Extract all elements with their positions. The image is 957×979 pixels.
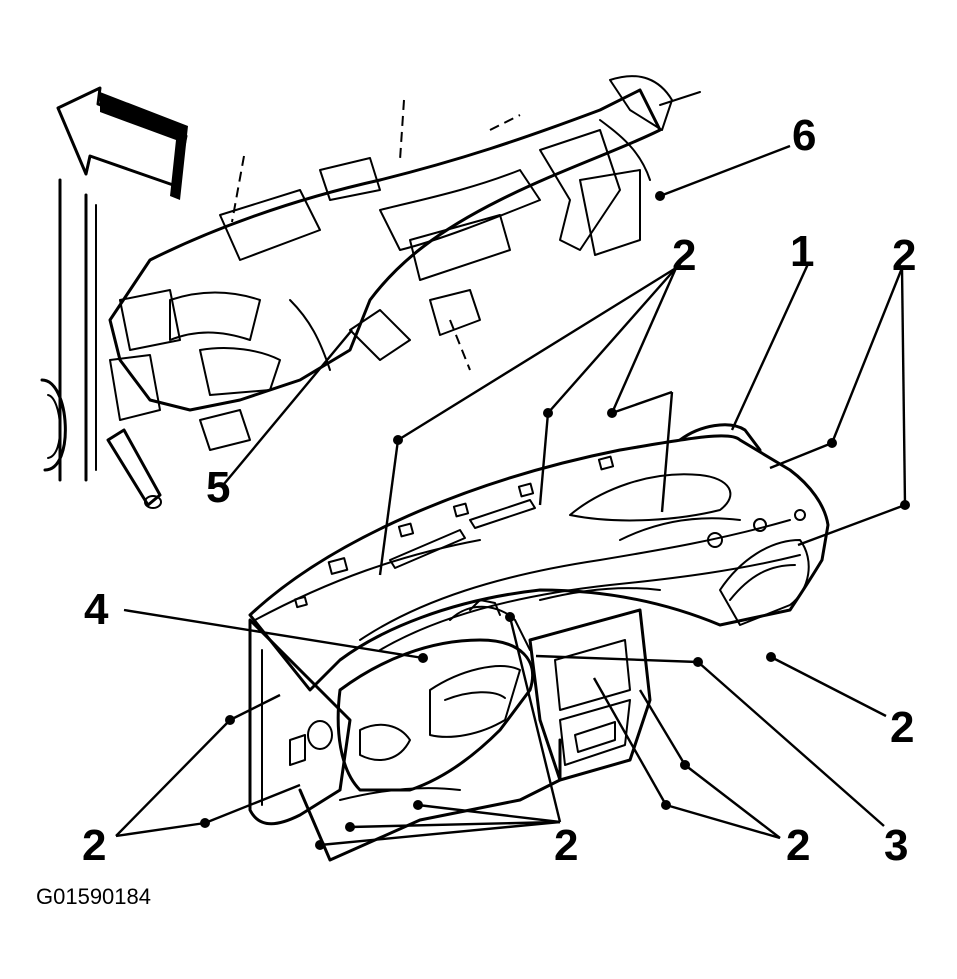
callout-3: 3 bbox=[884, 821, 908, 870]
callout-2-top-center: 2 bbox=[672, 231, 696, 280]
callout-2-bottom-center: 2 bbox=[554, 821, 578, 870]
forward-arrow-icon bbox=[56, 86, 188, 200]
instrument-panel-carrier bbox=[248, 423, 830, 862]
leader-lines bbox=[115, 144, 907, 847]
vehicle-cowl-structure bbox=[40, 75, 701, 509]
callout-labels: 6 1 2 2 5 4 2 2 2 2 3 bbox=[82, 111, 916, 870]
callout-2-bottom-right: 2 bbox=[786, 821, 810, 870]
callout-4: 4 bbox=[84, 585, 109, 634]
figure-id: G01590184 bbox=[36, 884, 151, 909]
callout-2-right: 2 bbox=[890, 703, 914, 752]
callout-1: 1 bbox=[790, 227, 814, 276]
callout-2-top-right: 2 bbox=[892, 231, 916, 280]
callout-2-bottom-left: 2 bbox=[82, 821, 106, 870]
callout-5: 5 bbox=[206, 463, 230, 512]
fastener-markers bbox=[200, 191, 910, 850]
callout-6: 6 bbox=[792, 111, 816, 160]
